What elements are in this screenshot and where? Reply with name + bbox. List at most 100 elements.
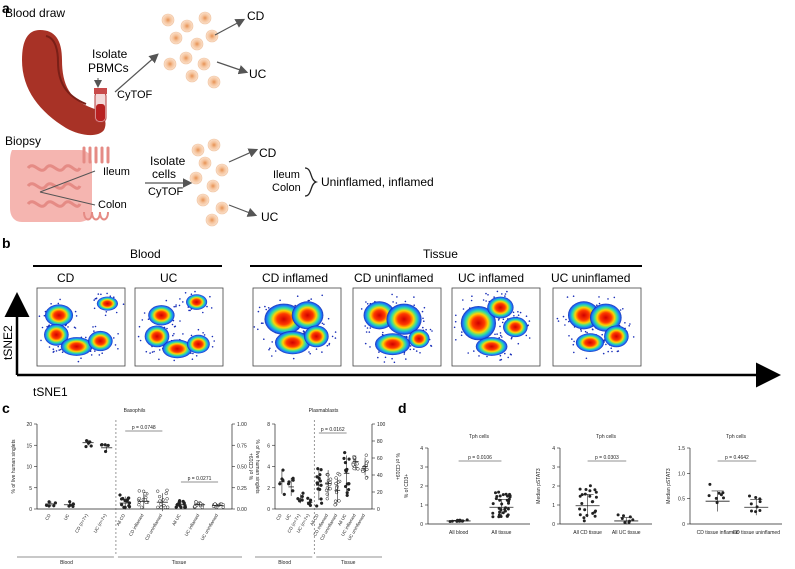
tsne-dot: [139, 339, 142, 342]
data-point: [122, 505, 126, 509]
tsne-dot: [202, 311, 204, 314]
data-point: [758, 500, 762, 504]
data-point: [584, 488, 588, 491]
tsne-dot: [611, 350, 613, 353]
data-point: [328, 487, 332, 491]
tick-label-right: 60: [377, 456, 383, 462]
colon-crypt-icon: [83, 211, 109, 221]
tsne-dot: [257, 310, 260, 313]
tsne-dot: [158, 349, 161, 351]
panel-label-a: a: [2, 0, 10, 16]
data-point: [300, 494, 304, 499]
category-label: All CD: [309, 512, 320, 526]
tsne-dot: [517, 311, 519, 313]
tsne-dot: [415, 350, 418, 352]
category-label: UC: [284, 512, 292, 521]
tsne-dot: [499, 332, 502, 334]
isolate-cells-line2: cells: [152, 167, 176, 181]
data-point: [345, 491, 349, 495]
data-point: [498, 510, 502, 514]
tsne-dot: [512, 311, 515, 314]
data-point: [494, 497, 498, 501]
tsne-dot: [327, 317, 330, 320]
data-point: [590, 500, 594, 504]
tsne-dot: [504, 293, 507, 295]
blood-draw-label: Blood draw: [5, 6, 65, 20]
data-point: [346, 482, 351, 486]
plot-title: Tph cells: [469, 434, 490, 440]
tissue-header: Tissue: [423, 247, 458, 261]
tsne-dot: [613, 296, 616, 299]
tsne-dot: [365, 331, 368, 333]
data-point: [507, 497, 511, 501]
group-label-blood: Blood: [278, 560, 291, 566]
tsne-dot: [321, 322, 324, 325]
tsne-dot: [396, 296, 398, 298]
data-point: [301, 491, 305, 495]
tsne-dot: [499, 325, 501, 328]
uc-bottom-label: UC: [261, 210, 279, 224]
tsne-dot: [271, 355, 273, 357]
tsne-dot: [173, 359, 175, 362]
tsne-dot: [377, 356, 379, 359]
tsne-dot: [55, 350, 58, 352]
uninflamed-inflamed-label: Uninflamed, inflamed: [321, 175, 434, 189]
tsne-dot: [598, 302, 601, 305]
tick-label: 1: [420, 503, 423, 509]
data-point: [103, 449, 108, 454]
tsne-dot: [211, 335, 214, 338]
tsne-dot: [106, 292, 108, 295]
tsne-title-4: UC inflamed: [458, 271, 524, 285]
category-label: CD tissue inflamed: [697, 530, 739, 536]
tsne-dot: [206, 305, 208, 308]
data-point: [631, 518, 635, 522]
data-point: [623, 521, 627, 524]
tsne-dot: [598, 296, 600, 298]
data-point: [119, 497, 124, 501]
tsne-dot: [268, 348, 270, 351]
data-point: [52, 504, 56, 508]
tsne1-label: tSNE1: [33, 385, 68, 399]
data-point: [347, 457, 351, 461]
data-point: [291, 478, 295, 482]
tick-label: 1: [552, 503, 555, 509]
data-point: [282, 492, 286, 497]
tsne-dot: [303, 330, 305, 333]
tsne-dot: [454, 320, 457, 323]
data-point: [497, 490, 501, 494]
p-value-label: p = 0.0303: [595, 455, 619, 461]
tsne-dot: [392, 301, 394, 303]
category-label: UC uninflamed: [200, 513, 219, 542]
tsne-dot: [331, 335, 334, 338]
data-point: [316, 467, 320, 471]
data-point: [315, 475, 319, 479]
data-point: [588, 489, 592, 493]
data-point: [352, 466, 356, 471]
tsne-dot: [262, 322, 264, 325]
tsne-dot: [105, 311, 108, 313]
data-point: [213, 502, 217, 506]
data-point: [754, 496, 758, 499]
tsne-dot: [179, 320, 181, 322]
tsne-dot: [173, 305, 175, 308]
cell-top-3: [169, 31, 183, 45]
data-point: [47, 500, 51, 504]
blood-header: Blood: [130, 247, 161, 261]
category-label: UC inflamed: [184, 513, 201, 537]
cytof-bottom-label: CyTOF: [148, 186, 184, 198]
tsne-dot: [165, 299, 168, 302]
tick-label: 4: [420, 446, 423, 452]
ileum-label: Ileum: [103, 166, 130, 178]
tick-label: 2: [552, 484, 555, 490]
data-point: [156, 489, 160, 493]
tsne-dot: [562, 315, 565, 318]
brace: [304, 167, 319, 197]
data-point: [593, 514, 597, 518]
data-point: [47, 504, 51, 508]
plot-title: Plasmablasts: [309, 408, 339, 414]
data-point: [582, 519, 586, 523]
p-value-label: p = 0.0162: [321, 427, 345, 433]
group-label-tissue: Tissue: [172, 560, 187, 566]
data-point: [499, 515, 503, 518]
